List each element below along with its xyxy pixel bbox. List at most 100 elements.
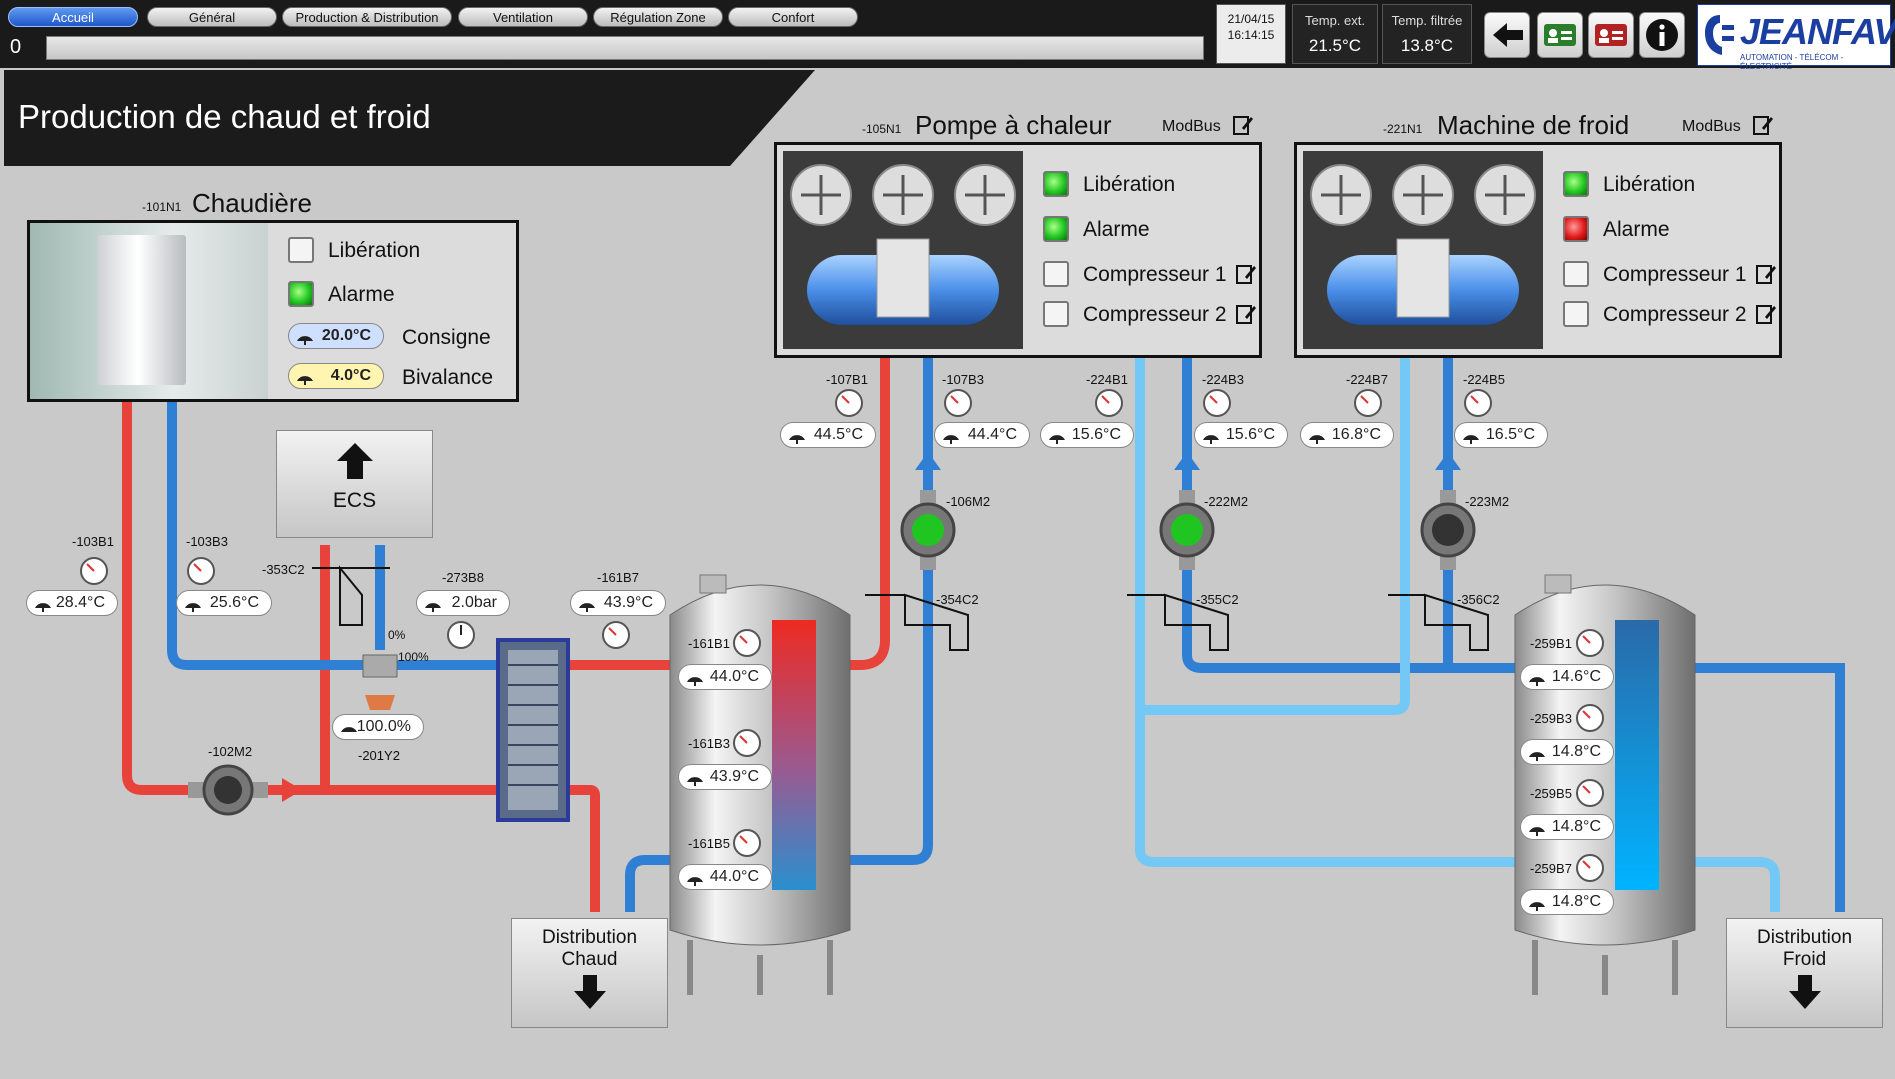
sensor-value-pill: 43.9°C (678, 764, 772, 790)
thermometer-icon (687, 877, 703, 886)
top-bar: Accueil Général Production & Distributio… (0, 0, 1895, 71)
tab-ventilation[interactable]: Ventilation (458, 7, 588, 27)
heatpump-tag: -105N1 (862, 122, 902, 136)
gauge-icon (835, 389, 863, 417)
chiller-alarm-label: Alarme (1603, 218, 1670, 241)
gauge-icon (80, 557, 108, 585)
sensor-value-pill: 43.9°C (570, 590, 666, 616)
heatpump-alarm-label: Alarme (1083, 218, 1150, 241)
edit-icon[interactable] (1235, 303, 1257, 325)
heatpump-comp2-label: Compresseur 2 (1083, 303, 1227, 326)
edit-icon[interactable] (1232, 114, 1254, 136)
sensor-value-pill: 14.8°C (1520, 889, 1614, 915)
datetime-box: 21/04/15 16:14:15 (1216, 4, 1286, 64)
pump-tag: -222M2 (1204, 494, 1249, 509)
sensor-value-pill: 28.4°C (26, 590, 118, 616)
sensor-value-pill: 15.6°C (1040, 422, 1134, 448)
status-number: 0 (10, 36, 22, 58)
ecs-label: ECS (332, 489, 377, 512)
gauge-icon (733, 729, 761, 757)
user-card-red-button[interactable] (1588, 12, 1634, 58)
heatpump-name: Pompe à chaleur (915, 110, 1112, 140)
temp-filtered-box: Temp. filtrée 13.8°C (1382, 4, 1472, 64)
arrow-up-icon (336, 443, 373, 479)
distribution-froid-label: Distribution Froid (1756, 927, 1853, 970)
tab-confort[interactable]: Confort (728, 7, 858, 27)
distribution-chaud-button[interactable]: Distribution Chaud (511, 918, 668, 1028)
sensor-value-pill: 44.4°C (934, 422, 1030, 448)
thermometer-icon (297, 376, 313, 385)
info-button[interactable] (1639, 12, 1685, 58)
sensor-tag: -259B3 (1530, 711, 1572, 726)
chiller-liberation-label: Libération (1603, 173, 1696, 196)
thermometer-icon (1529, 752, 1545, 761)
chiller-image (1303, 151, 1543, 349)
switch-tag: -354C2 (936, 592, 979, 607)
sensor-value: 14.8°C (1551, 818, 1601, 835)
heatpump-comp2-led (1043, 301, 1069, 327)
consigne-value: 20.0°C (321, 327, 371, 344)
flow-arrow-up-icon (1435, 452, 1461, 470)
valve-0pct-label: 0% (388, 628, 406, 642)
chiller-comp1-led (1563, 261, 1589, 287)
valve-position-pill[interactable]: 100.0% (332, 714, 424, 740)
temp-ext-label: Temp. ext. (1305, 13, 1365, 28)
thermometer-icon (579, 603, 595, 612)
distribution-froid-button[interactable]: Distribution Froid (1726, 918, 1883, 1028)
ecs-pipe-stubs (320, 545, 385, 645)
sensor-tag: -259B5 (1530, 786, 1572, 801)
user-card-green-button[interactable] (1537, 12, 1583, 58)
tab-production-distribution[interactable]: Production & Distribution (282, 7, 452, 27)
sensor-tag: -103B1 (72, 534, 114, 549)
consigne-label: Consigne (402, 326, 491, 349)
tab-regulation-zone[interactable]: Régulation Zone (593, 7, 723, 27)
valve-icon (341, 727, 357, 732)
thermometer-icon (1529, 902, 1545, 911)
edit-icon[interactable] (1752, 114, 1774, 136)
pump-tag: -106M2 (946, 494, 991, 509)
sensor-tag: -107B1 (826, 372, 868, 387)
sensor-tag: -103B3 (186, 534, 228, 549)
gauge-icon (944, 389, 972, 417)
boiler-tag: -101N1 (142, 200, 182, 214)
thermometer-icon (1463, 435, 1479, 444)
heat-exchanger (496, 638, 570, 822)
heatpump-panel: Libération Alarme Compresseur 1 Compress… (774, 142, 1262, 358)
gauge-icon (602, 621, 630, 649)
pump-tag: -223M2 (1465, 494, 1510, 509)
edit-icon[interactable] (1755, 303, 1777, 325)
tab-accueil[interactable]: Accueil (8, 7, 138, 27)
sensor-tag: -224B7 (1346, 372, 1388, 387)
logo-text: JEANFAVRE (1740, 11, 1895, 52)
flow-arrow-icon (282, 778, 302, 802)
sensor-tag: -224B3 (1202, 372, 1244, 387)
pump-106m2-icon (900, 490, 956, 570)
date-text: 21/04/15 (1227, 12, 1275, 26)
three-way-valve-icon (362, 654, 398, 710)
pump-222m2-icon (1159, 490, 1215, 570)
edit-icon[interactable] (1235, 263, 1257, 285)
arrow-left-icon (1493, 23, 1523, 47)
switch-symbols (312, 565, 1489, 651)
thermometer-icon (1049, 435, 1065, 444)
sensor-value-pill: 14.6°C (1520, 664, 1614, 690)
chiller-comp1-label: Compresseur 1 (1603, 263, 1747, 286)
gauge-icon (1576, 704, 1604, 732)
thermometer-icon (35, 603, 51, 612)
chiller-tag: -221N1 (1383, 122, 1423, 136)
thermometer-icon (1203, 435, 1219, 444)
sensor-value-pill: 44.0°C (678, 864, 772, 890)
chiller-alarm-led (1563, 216, 1589, 242)
bivalance-field[interactable]: 4.0°C (288, 363, 384, 389)
tab-general[interactable]: Général (147, 7, 277, 27)
back-button[interactable] (1484, 12, 1530, 58)
sensor-value: 16.5°C (1485, 426, 1535, 443)
consigne-field[interactable]: 20.0°C (288, 323, 384, 349)
ecs-button[interactable]: ECS (276, 430, 433, 538)
edit-icon[interactable] (1755, 263, 1777, 285)
gauge-icon (1576, 854, 1604, 882)
pump-tag: -102M2 (208, 744, 253, 759)
sensor-value-pill: 14.8°C (1520, 739, 1614, 765)
sensor-value-pill: 44.5°C (780, 422, 876, 448)
sensor-value: 14.6°C (1551, 668, 1601, 685)
